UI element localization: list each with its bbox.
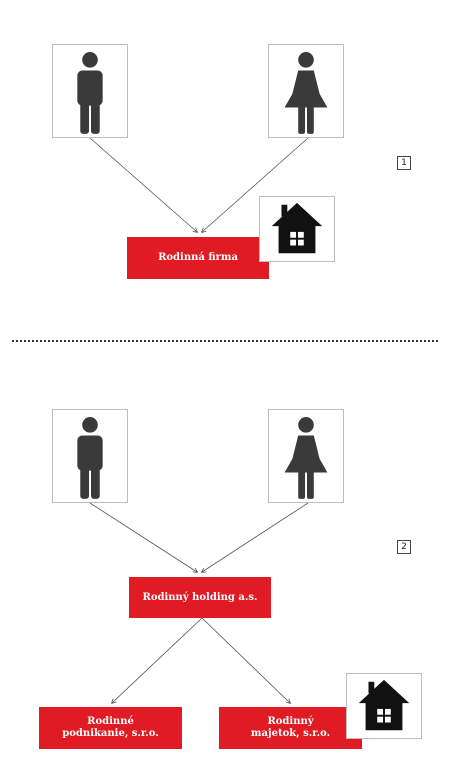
man-icon bbox=[77, 417, 103, 499]
man-icon bbox=[77, 52, 103, 134]
female-person-box bbox=[268, 44, 344, 138]
arrow-male-to-firma bbox=[89, 137, 197, 232]
family-business-label-line1: Rodinné bbox=[87, 716, 134, 727]
step-number-badge-2: 2 bbox=[397, 540, 411, 554]
woman-icon bbox=[284, 417, 328, 499]
family-property-label-line2: majetok, s.r.o. bbox=[250, 728, 331, 739]
family-property-box: Rodinný majetok, s.r.o. bbox=[219, 707, 362, 749]
property-box-1 bbox=[259, 196, 335, 262]
arrow-female-to-firma bbox=[202, 137, 309, 232]
female-person-box-2 bbox=[268, 409, 344, 503]
arrow-male-to-holding bbox=[89, 502, 197, 572]
property-box-2 bbox=[346, 673, 422, 739]
family-holding-box: Rodinný holding a.s. bbox=[129, 577, 271, 618]
step-number-badge-1: 1 bbox=[397, 156, 411, 170]
family-property-label-line1: Rodinný bbox=[267, 716, 314, 727]
arrow-holding-to-property bbox=[201, 617, 290, 703]
family-holding-label: Rodinný holding a.s. bbox=[142, 591, 258, 603]
family-business-label-line2: podnikanie, s.r.o. bbox=[62, 728, 159, 739]
male-person-box bbox=[52, 44, 128, 138]
house-icon bbox=[271, 202, 323, 254]
family-company-label: Rodinná firma bbox=[158, 252, 238, 263]
arrow-holding-to-business bbox=[112, 617, 203, 703]
woman-icon bbox=[284, 52, 328, 134]
family-company-box: Rodinná firma bbox=[127, 237, 269, 279]
house-icon bbox=[358, 679, 410, 731]
arrow-female-to-holding bbox=[202, 502, 309, 572]
family-business-box: Rodinné podnikanie, s.r.o. bbox=[39, 707, 182, 749]
male-person-box-2 bbox=[52, 409, 128, 503]
section-divider bbox=[12, 340, 438, 342]
